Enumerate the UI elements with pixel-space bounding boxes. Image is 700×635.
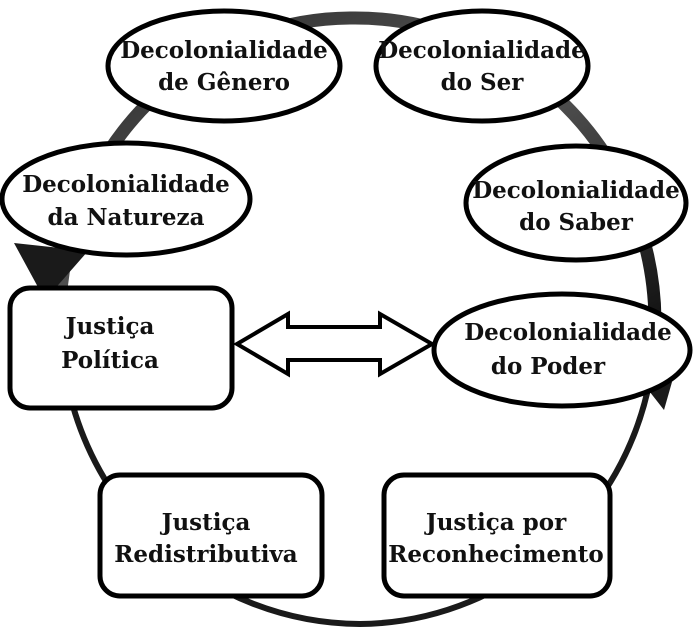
node-politica-shape [7,285,235,411]
node-decolonialidade-saber: Decolonialidade do Saber [463,143,689,263]
node-poder-line2: do Poder [491,353,606,380]
node-redistributiva-line1: Justiça [160,509,251,536]
node-redistributiva-line2: Redistributiva [114,541,298,568]
node-politica-line2: Política [61,347,159,374]
node-poder-shape [431,291,693,409]
node-poder-line1: Decolonialidade [464,319,672,346]
node-saber-line1: Decolonialidade [472,177,680,204]
node-justica-reconhecimento: Justiça por Reconhecimento [381,472,613,599]
node-ser-line1: Decolonialidade [378,37,586,64]
node-saber-shape [463,143,689,263]
node-reconhecimento-shape [381,472,613,599]
node-decolonialidade-genero: Decolonialidade de Gênero [105,8,343,124]
node-ser-line2: do Ser [441,69,525,96]
node-natureza-line2: da Natureza [48,204,205,231]
node-genero-line2: de Gênero [158,69,290,96]
node-saber-line2: do Saber [519,209,634,236]
node-reconhecimento-line2: Reconhecimento [388,541,604,568]
node-ser-shape [373,8,591,124]
node-justica-redistributiva: Justiça Redistributiva [97,472,325,599]
node-redistributiva-shape [97,472,325,599]
node-genero-line1: Decolonialidade [120,37,328,64]
node-decolonialidade-ser: Decolonialidade do Ser [373,8,591,124]
node-decolonialidade-poder: Decolonialidade do Poder [431,291,693,409]
node-reconhecimento-line1: Justiça por [424,509,567,536]
node-natureza-line1: Decolonialidade [22,171,230,198]
double-arrow [233,310,437,378]
node-justica-politica: Justiça Política [7,285,235,411]
cycle-arrowhead-left [14,243,88,300]
node-politica-line1: Justiça [64,313,155,340]
node-decolonialidade-natureza: Decolonialidade da Natureza [0,140,253,258]
node-genero-shape [105,8,343,124]
node-natureza-shape [0,140,253,258]
